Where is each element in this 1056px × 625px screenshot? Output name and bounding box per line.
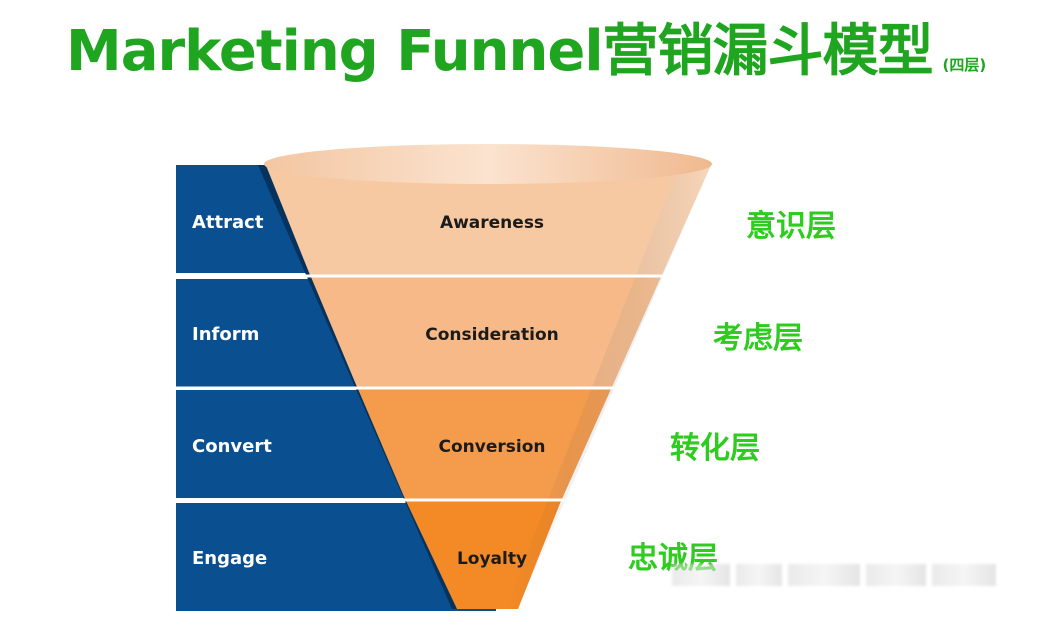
cn-label-awareness: 意识层 [746, 209, 836, 244]
funnel-label-loyalty: Loyalty [457, 549, 527, 569]
funnel-label-awareness: Awareness [440, 213, 544, 233]
blurred-watermark [672, 564, 1000, 586]
action-label-inform: Inform [192, 324, 259, 345]
funnel-label-consideration: Consideration [425, 325, 559, 345]
funnel-layer-consideration [311, 277, 661, 387]
funnel-layer-awareness [265, 163, 712, 275]
title-subtitle: (四层) [942, 56, 987, 74]
funnel-layer-conversion [358, 389, 611, 499]
page-title: Marketing Funnel营销漏斗模型 (四层) [66, 10, 986, 94]
funnel-layers [265, 163, 712, 609]
layer-separators [176, 274, 664, 502]
action-label-engage: Engage [192, 548, 267, 569]
funnel-labels: Awareness Consideration Conversion Loyal… [425, 213, 559, 569]
action-labels: Attract Inform Convert Engage [192, 212, 272, 569]
action-label-attract: Attract [192, 212, 264, 233]
cn-label-conversion: 转化层 [670, 431, 760, 466]
funnel-label-conversion: Conversion [439, 437, 546, 457]
action-label-convert: Convert [192, 436, 272, 457]
title-main: Marketing Funnel营销漏斗模型 [66, 19, 934, 84]
funnel-rim [264, 144, 712, 184]
cn-label-consideration: 考虑层 [713, 321, 803, 356]
